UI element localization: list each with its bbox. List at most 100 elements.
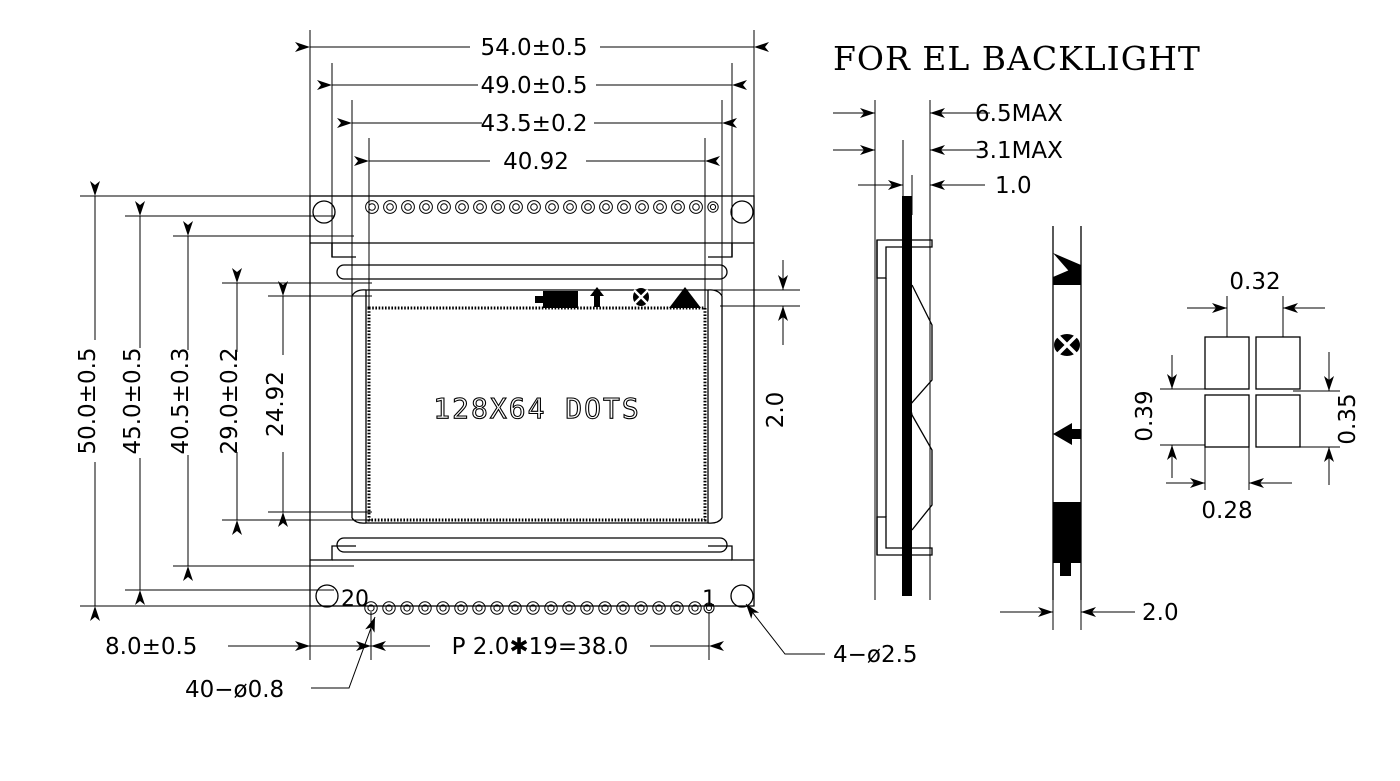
dim-total-thickness-label: 6.5MAX [975,101,1063,127]
top-pin-hole [455,200,469,214]
bottom-pin-hole [670,601,684,615]
dim-glass-thickness-label: 1.0 [995,173,1032,199]
dim-view-width: 43.5±0.2 [337,111,737,137]
page-title: FOR EL BACKLIGHT [833,39,1201,78]
edge-view-x-circle-icon [1054,332,1080,358]
top-pin-hole [545,200,559,214]
module-outline [309,195,755,607]
dot-cell [1255,394,1301,448]
top-pin-hole [617,200,631,214]
triangle-marker-icon [669,287,701,308]
callout-mount-hole-label: 4−ø2.5 [833,642,918,668]
bottom-pin-hole [652,601,666,615]
rectangle-marker-icon [543,291,578,308]
dim-active-width-label: 40.92 [503,149,569,175]
bottom-pin-hole [616,601,630,615]
dim-pcb-height-label: 45.0±0.5 [120,347,146,454]
dim-outer-width: 54.0±0.5 [295,35,769,61]
edge-view-arrow-icon [1053,423,1081,445]
viewing-area [367,306,707,522]
dim-dot-pitch-y: 0.39 [1132,355,1177,478]
dim-outer-height: 50.0±0.5 [75,181,101,621]
top-pin-row [365,200,719,214]
dim-active-height-label: 24.92 [263,371,289,437]
rectangle-marker-tab-icon [535,296,544,303]
dot-cell [1255,336,1301,390]
bottom-pin-hole [688,601,702,615]
dim-pcb-height: 45.0±0.5 [120,201,146,605]
dim-view-height-label: 29.0±0.2 [217,347,243,454]
edge-view: 2.0 [1000,226,1179,630]
dim-top-edge-offset-label: 2.0 [763,392,789,429]
dim-bezel-height: 40.5±0.3 [168,221,194,581]
front-view: 128X64 DOTS [309,195,755,615]
dim-dot-size-x-label: 0.28 [1201,498,1252,524]
top-pin-hole [419,200,433,214]
bottom-pin-hole [436,601,450,615]
bottom-pin-hole [634,601,648,615]
right-dimension: 2.0 [708,260,800,428]
dim-outer-height-label: 50.0±0.5 [75,347,101,454]
bezel-corner-chamfer-bl [351,517,367,524]
dim-glass-thickness: 1.0 [858,173,1032,199]
top-pin-hole [473,200,487,214]
bottom-pin-hole [580,601,594,615]
bottom-pin-hole [526,601,540,615]
top-pin-hole [635,200,649,214]
screen-label: 128X64 DOTS [433,392,640,425]
top-pin-hole [437,200,451,214]
bottom-pin-hole [544,601,558,615]
edge-view-block [1053,502,1081,576]
bottom-pin-hole [598,601,612,615]
dim-dot-pitch-x: 0.32 [1187,269,1325,313]
side-view-zigzag-profile [909,284,933,531]
callout-pin-hole-label: 40−ø0.8 [185,677,284,703]
dim-bezel-height-label: 40.5±0.3 [168,347,194,454]
callout-pin-hole: 40−ø0.8 [185,616,376,703]
callout-mount-hole: 4−ø2.5 [745,603,918,668]
top-pin-hole [707,201,719,213]
bottom-pin-hole [472,601,486,615]
up-arrow-marker-icon [590,287,604,307]
bottom-pin-hole [490,601,504,615]
dim-pin-pitch-label: P 2.0✱19=38.0 [452,634,629,660]
dim-pcb-width: 49.0±0.5 [317,73,747,99]
bottom-pin-hole [382,601,396,615]
dim-active-width: 40.92 [354,149,720,175]
top-pin-hole [689,200,703,214]
dot-detail-view: 0.32 0.28 0.39 0.35 [1132,269,1361,524]
dim-outer-width-label: 54.0±0.5 [480,35,587,61]
dim-lcd-thickness: 3.1MAX [833,138,1063,164]
bottom-slot [336,537,728,553]
top-pin-hole [599,200,613,214]
top-pin-hole [527,200,541,214]
x-circle-marker-icon [633,288,649,306]
pin-20-label: 20 [341,587,369,612]
top-pin-hole [401,200,415,214]
top-slot [336,264,728,280]
dim-edge-width-label: 2.0 [1142,600,1179,626]
mounting-hole-bottom-right [730,584,754,608]
dim-pin-offset-label: 8.0±0.5 [105,634,197,660]
mounting-hole-top-left [312,200,336,224]
bottom-pin-hole [400,601,414,615]
dim-edge-width: 2.0 [1000,585,1179,630]
bottom-pin-hole [508,601,522,615]
dim-dot-pitch-x-label: 0.32 [1229,269,1280,295]
pin-1-label: 1 [702,587,716,612]
side-view: 6.5MAX 3.1MAX 1.0 [833,100,1063,600]
top-pin-hole [563,200,577,214]
dim-pcb-width-label: 49.0±0.5 [480,73,587,99]
dim-active-height: 24.92 [263,281,289,527]
left-dimensions: 50.0±0.5 45.0±0.5 40.5±0.3 29.0±0.2 24.9… [75,181,372,621]
dim-dot-size-x: 0.28 [1166,478,1292,524]
bottom-pin-hole [562,601,576,615]
side-view-glass-bar [902,196,912,596]
bottom-pin-row [364,601,715,615]
dim-dot-pitch-y-label: 0.39 [1132,390,1158,441]
top-pin-hole [491,200,505,214]
top-pin-hole [581,200,595,214]
bottom-pin-hole [418,601,432,615]
top-pin-hole [653,200,667,214]
mounting-hole-bottom-left [315,584,339,608]
